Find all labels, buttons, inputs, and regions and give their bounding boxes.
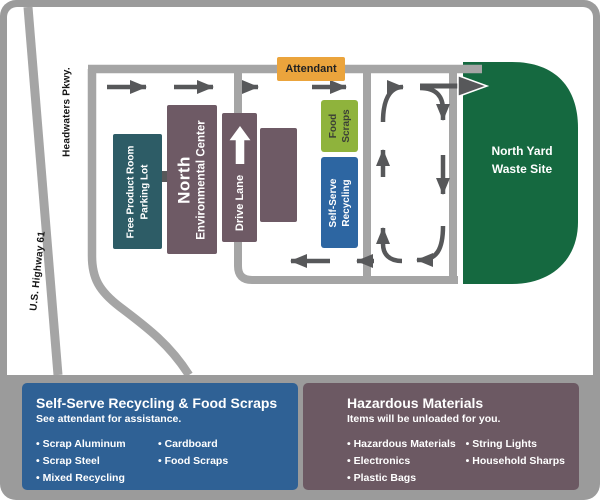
parkway-label: Headwaters Pkwy. <box>61 67 73 157</box>
flow-arrow-loop-topright-curve <box>419 85 450 121</box>
self-serve-list-col1: Scrap Aluminum Scrap Steel Mixed Recycli… <box>36 436 158 487</box>
food-scraps-line2: Scraps <box>340 109 352 143</box>
food-scraps-line1: Food <box>327 113 339 139</box>
yard-waste-line2: Waste Site <box>491 161 553 176</box>
self-serve-info-panel: Self-Serve Recycling & Food Scraps See a… <box>22 383 298 490</box>
yard-waste-area <box>463 62 578 284</box>
unlabeled-building <box>260 128 297 222</box>
list-item: Cardboard <box>158 436 228 453</box>
self-serve-list-col2: Cardboard Food Scraps <box>158 436 229 487</box>
self-serve-line1: Self-Serve <box>327 178 339 227</box>
list-item: Household Sharps <box>466 453 565 470</box>
bottom-road <box>234 238 458 284</box>
yard-entry-arrowhead <box>457 74 490 98</box>
highway-61-label-wrap: U.S. Highway 61 <box>2 215 74 327</box>
hazardous-list-col2: String Lights Household Sharps <box>466 436 565 487</box>
self-serve-recycling-station: Self-Serve Recycling <box>321 157 358 248</box>
yard-waste-line1: North Yard <box>491 144 553 158</box>
hazardous-info-panel: Hazardous Materials Items will be unload… <box>303 383 579 490</box>
self-serve-panel-title: Self-Serve Recycling & Food Scraps <box>36 395 278 411</box>
environmental-center-line1: North <box>174 155 194 204</box>
drive-lane-label: Drive Lane <box>233 174 246 232</box>
attendant-booth: Attendant <box>277 57 345 81</box>
hazardous-list-col1: Hazardous Materials Electronics Plastic … <box>347 436 466 487</box>
free-product-line1: Free Product Room <box>125 145 136 238</box>
list-item: Mixed Recycling <box>36 470 158 487</box>
drive-lane: Drive Lane <box>222 113 257 242</box>
hazardous-panel-title: Hazardous Materials <box>347 395 484 411</box>
hazardous-panel-subtitle: Items will be unloaded for you. <box>347 413 501 425</box>
environmental-center-line2: Environmental Center <box>195 119 208 240</box>
building-connector <box>160 171 170 182</box>
free-product-parking-building: Free Product Room Parking Lot <box>113 134 162 249</box>
list-item: Food Scraps <box>158 453 229 470</box>
highway-61-label: U.S. Highway 61 <box>28 230 48 312</box>
list-item: Scrap Aluminum <box>36 436 158 453</box>
self-serve-panel-subtitle: See attendant for assistance. <box>36 413 182 425</box>
self-serve-line2: Recycling <box>340 178 352 227</box>
list-item: Hazardous Materials <box>347 436 466 453</box>
parkway-road <box>87 69 193 375</box>
flow-arrow-loop-topleft-curve <box>380 80 404 123</box>
roads-and-arrows-layer <box>23 6 578 375</box>
environmental-center-building: North Environmental Center <box>167 105 217 254</box>
free-product-line2: Parking Lot <box>138 163 150 220</box>
drive-lane-up-arrow-icon <box>229 126 250 164</box>
list-item: Plastic Bags <box>347 470 466 487</box>
parkway-label-wrap: Headwaters Pkwy. <box>37 52 97 172</box>
highway-61-road <box>23 6 63 375</box>
food-scraps-station: Food Scraps <box>321 100 358 152</box>
flow-arrow-loop-bottom-curve <box>416 225 446 267</box>
yard-waste-label: North Yard Waste Site <box>467 143 577 178</box>
list-item: String Lights <box>466 436 565 453</box>
list-item: Electronics <box>347 453 466 470</box>
flow-arrow-loop-up-2 <box>376 227 403 264</box>
list-item: Scrap Steel <box>36 453 158 470</box>
